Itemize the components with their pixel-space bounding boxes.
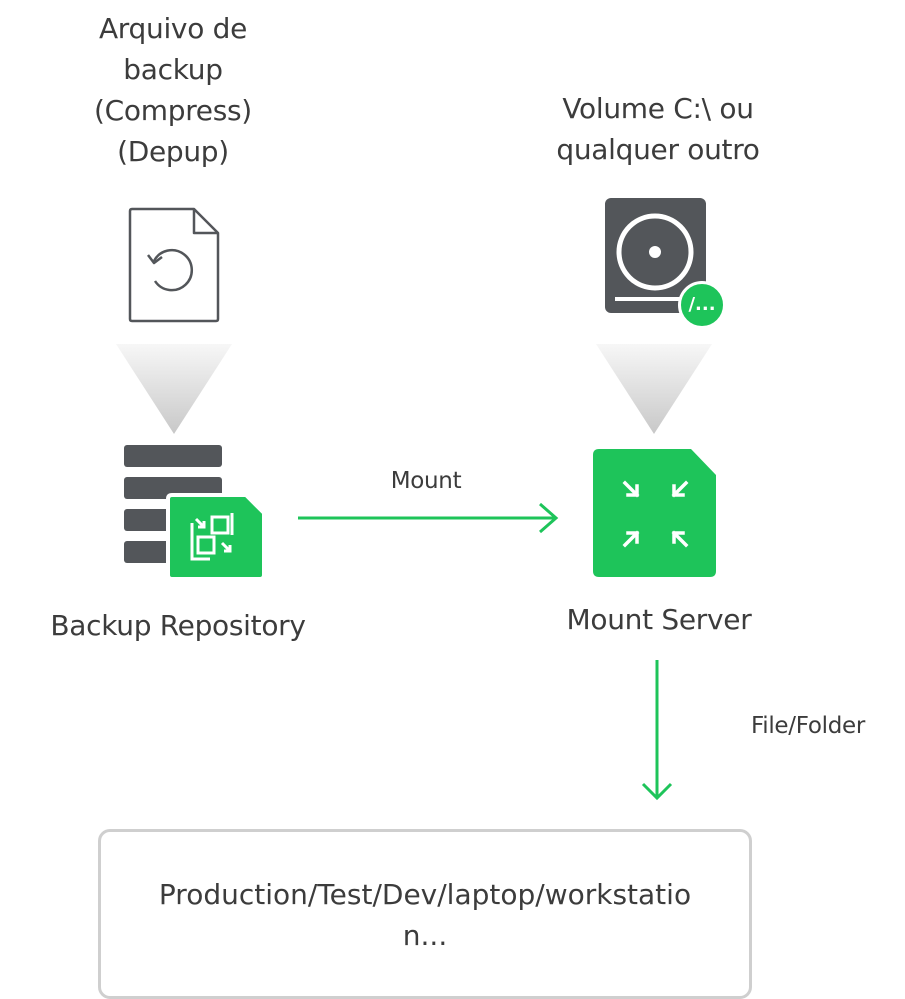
mount-arrow	[298, 502, 559, 534]
file-folder-arrow	[641, 660, 673, 801]
destination-text: Production/Test/Dev/laptop/workstation..…	[158, 878, 692, 952]
funnel-left	[116, 344, 232, 434]
mount-server-icon	[593, 449, 716, 577]
repository-label: Backup Repository	[50, 609, 306, 642]
mount-server-label: Mount Server	[566, 603, 752, 636]
backup-repository-icon	[124, 445, 266, 581]
backup-file-label: Arquivo de backup (Compress) (Depup)	[94, 12, 252, 168]
backup-file-icon	[128, 207, 220, 323]
destination-box: Production/Test/Dev/laptop/workstation..…	[98, 829, 752, 999]
mount-arrow-label: Mount	[390, 468, 462, 494]
disk-badge-text: /...	[688, 294, 716, 315]
funnel-right	[596, 344, 712, 434]
volume-label: Volume C:\ ou qualquer outro	[556, 92, 760, 166]
disk-badge: /...	[678, 281, 726, 329]
file-folder-label: File/Folder	[750, 713, 865, 739]
